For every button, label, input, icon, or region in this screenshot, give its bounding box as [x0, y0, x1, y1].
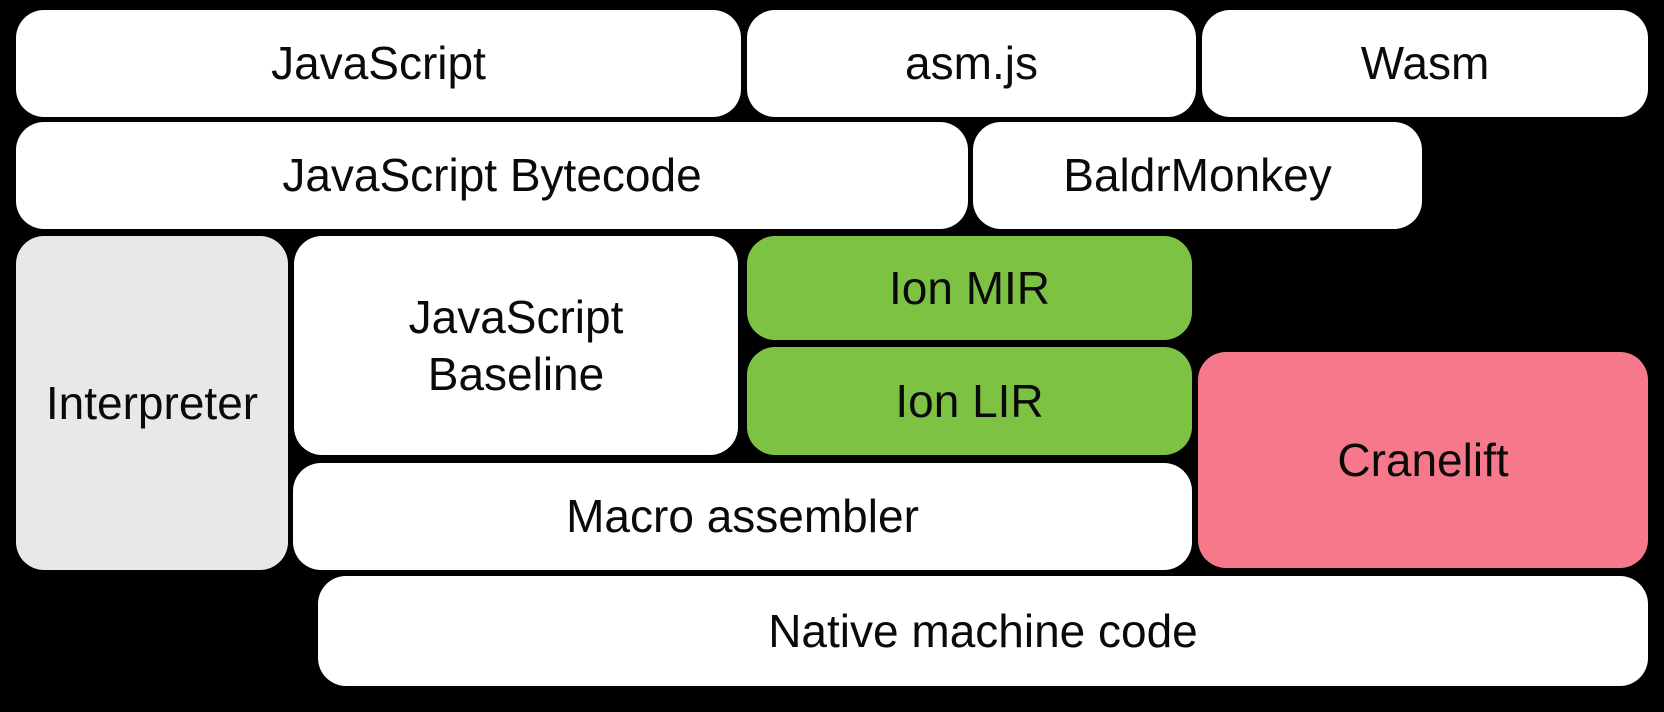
javascript-bytecode-node: JavaScript Bytecode: [16, 122, 968, 229]
ion-mir-node: Ion MIR: [747, 236, 1192, 340]
wasm-node: Wasm: [1202, 10, 1648, 117]
javascript-baseline-node: JavaScript Baseline: [294, 236, 738, 455]
macro-assembler-node: Macro assembler: [293, 463, 1192, 570]
native-machine-code-node-label: Native machine code: [768, 604, 1198, 657]
ion-lir-node-label: Ion LIR: [895, 374, 1044, 427]
cranelift-node-label: Cranelift: [1337, 433, 1509, 486]
ion-mir-node-label: Ion MIR: [888, 261, 1051, 314]
interpreter-node-label: Interpreter: [45, 376, 259, 429]
javascript-node: JavaScript: [16, 10, 741, 117]
javascript-bytecode-node-label: JavaScript Bytecode: [282, 149, 702, 202]
native-machine-code-node: Native machine code: [318, 576, 1648, 686]
cranelift-node: Cranelift: [1198, 352, 1648, 568]
ion-lir-node: Ion LIR: [747, 347, 1192, 455]
asmjs-node-label: asm.js: [905, 37, 1038, 90]
interpreter-node: Interpreter: [16, 236, 288, 570]
baldrmonkey-node: BaldrMonkey: [973, 122, 1422, 229]
wasm-node-label: Wasm: [1360, 37, 1490, 90]
baldrmonkey-node-label: BaldrMonkey: [1063, 149, 1332, 202]
macro-assembler-node-label: Macro assembler: [566, 490, 919, 543]
javascript-baseline-node-label: JavaScript Baseline: [408, 291, 624, 400]
javascript-node-label: JavaScript: [271, 37, 486, 90]
asmjs-node: asm.js: [747, 10, 1196, 117]
